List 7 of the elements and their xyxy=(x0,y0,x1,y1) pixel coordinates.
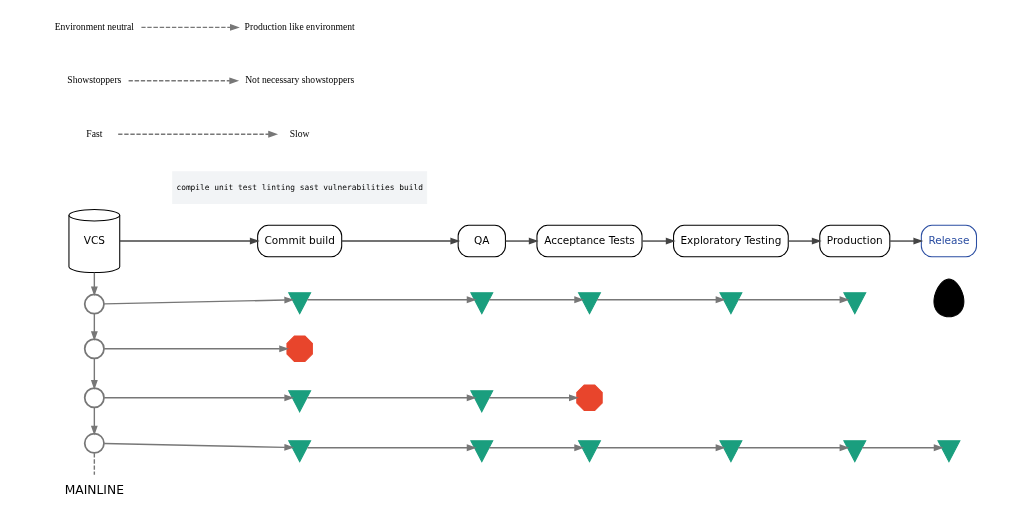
node-text: Slow xyxy=(289,127,310,139)
node-text: Not necessary showstoppers xyxy=(245,74,355,86)
node-text: MAINLINE xyxy=(64,482,124,497)
node-text: Showstoppers xyxy=(67,74,122,86)
node-text: Fast xyxy=(86,127,103,139)
node-text: Production like environment xyxy=(244,20,355,32)
node-text: Environment neutral xyxy=(54,20,135,32)
